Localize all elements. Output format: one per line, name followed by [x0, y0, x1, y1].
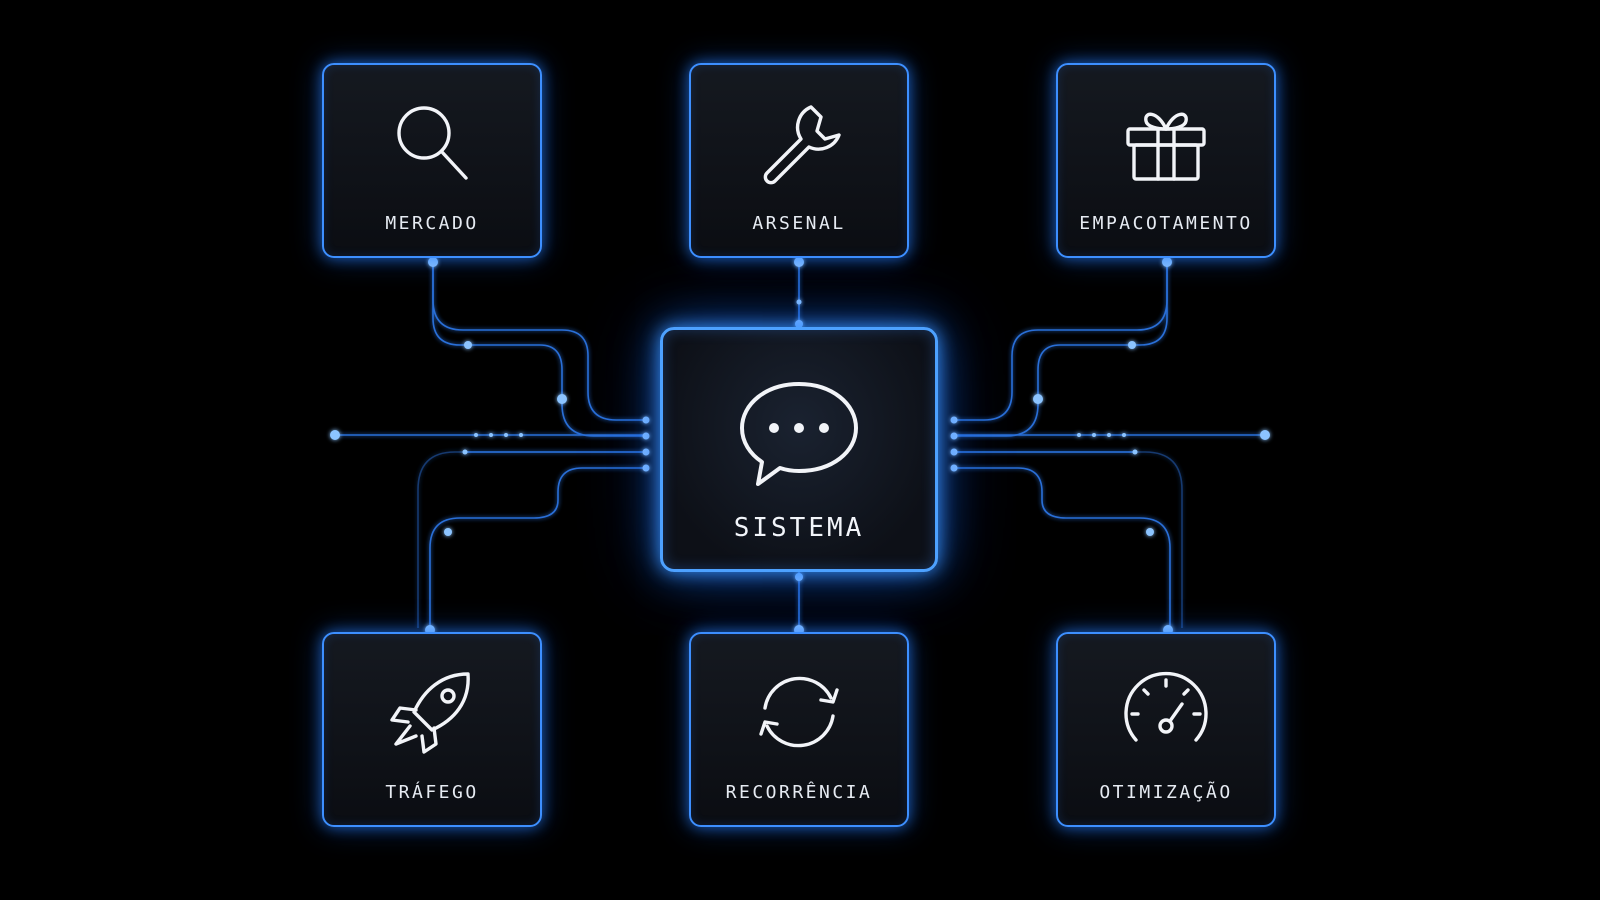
- wire-empacotamento-1: [955, 262, 1168, 421]
- dot-center-right-2: [950, 432, 958, 440]
- node-label: ARSENAL: [752, 213, 846, 234]
- dot-arsenal: [794, 257, 804, 267]
- node-label: TRÁFEGO: [385, 782, 479, 803]
- node-label: RECORRÊNCIA: [725, 782, 873, 803]
- dot-center-right-1: [950, 416, 958, 424]
- gift-icon: [1116, 93, 1216, 193]
- wire-trafego-1: [429, 467, 645, 628]
- wire-mercado-1: [432, 262, 645, 421]
- dot-right-end: [1260, 430, 1270, 440]
- dot-center-right-4: [950, 464, 958, 472]
- wire-otimizacao-2: [955, 451, 1183, 628]
- dot-mercado: [428, 257, 438, 267]
- node-trafego[interactable]: TRÁFEGO: [322, 632, 542, 827]
- node-empacotamento[interactable]: EMPACOTAMENTO: [1056, 63, 1276, 258]
- wire-trafego-2: [417, 451, 645, 628]
- chat-bubble-icon: [734, 376, 864, 496]
- dot-center-top-mid: [796, 299, 802, 305]
- node-mercado[interactable]: MERCADO: [322, 63, 542, 258]
- wire-mercado-2: [432, 262, 645, 437]
- dot-center-left-3: [642, 448, 650, 456]
- wire-otimizacao-1: [955, 467, 1171, 628]
- dot-center-right-3: [950, 448, 958, 456]
- node-arsenal[interactable]: ARSENAL: [689, 63, 909, 258]
- node-recorrencia[interactable]: RECORRÊNCIA: [689, 632, 909, 827]
- node-label: EMPACOTAMENTO: [1079, 213, 1253, 234]
- dot-center-left-1: [642, 416, 650, 424]
- dot-right-small: [1132, 449, 1138, 455]
- dot-waypoint-5: [444, 528, 452, 536]
- dot-waypoint-3: [1128, 341, 1136, 349]
- rocket-icon: [382, 662, 482, 762]
- search-icon: [382, 93, 482, 193]
- dot-empacotamento: [1162, 257, 1172, 267]
- wrench-icon: [749, 93, 849, 193]
- center-label: SISTEMA: [733, 513, 865, 543]
- dot-left-end: [330, 430, 340, 440]
- dot-center-left-2: [642, 432, 650, 440]
- node-label: MERCADO: [385, 213, 479, 234]
- dot-waypoint-1: [464, 341, 472, 349]
- dot-waypoint-4: [1033, 394, 1043, 404]
- node-label: OTIMIZAÇÃO: [1099, 782, 1233, 803]
- dot-waypoint-2: [557, 394, 567, 404]
- dot-center-bottom: [795, 573, 803, 581]
- wire-empacotamento-2: [955, 262, 1168, 437]
- node-otimizacao[interactable]: OTIMIZAÇÃO: [1056, 632, 1276, 827]
- dot-waypoint-6: [1146, 528, 1154, 536]
- speedometer-icon: [1116, 662, 1216, 762]
- dot-left-small: [462, 449, 468, 455]
- node-sistema[interactable]: SISTEMA: [660, 327, 938, 572]
- refresh-icon: [749, 662, 849, 762]
- dot-center-left-4: [642, 464, 650, 472]
- dot-center-top: [795, 320, 803, 328]
